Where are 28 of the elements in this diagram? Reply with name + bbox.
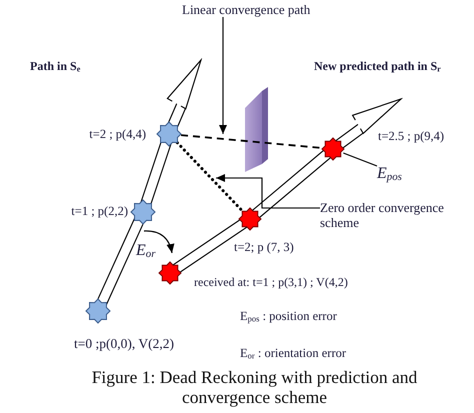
point-label: t=2 ; p(4,4) (89, 127, 146, 142)
path-label: New predicted path in S$_{r}$ (314, 59, 441, 74)
double-line (251, 149, 332, 219)
dotted-line (176, 141, 244, 212)
dashed-line (180, 134, 322, 149)
star-marker (321, 137, 345, 161)
callout-text: Linear convergence path (182, 3, 310, 17)
point-label: t=1 ; p(2,2) (71, 204, 128, 219)
leader-line (343, 152, 378, 167)
error-symbol: E$_{or}$ (136, 243, 156, 258)
leader-arrow (216, 174, 320, 209)
double-line (172, 218, 248, 274)
star-marker (158, 261, 182, 285)
star-marker (156, 121, 182, 147)
star-marker (130, 199, 156, 225)
key-text: E$_{or}$ : orientation error (240, 346, 346, 361)
point-label: received at: t=1 ; p(3,1) ; V(4,2) (194, 275, 348, 290)
star-marker (85, 298, 111, 324)
path-label: Path in S$_{e}$ (30, 59, 80, 74)
figure-caption: Figure 1: Dead Reckoning with prediction and convergence scheme (90, 367, 418, 407)
point-label: t=2.5 ; p(9,4) (378, 129, 444, 144)
point-label: t=0 ;p(0,0), V(2,2) (74, 336, 174, 351)
point-label: t=2; p (7, 3) (234, 240, 294, 255)
callout-text: Zero order convergence scheme (320, 200, 468, 230)
star-marker (238, 207, 262, 231)
key-text: E$_{pos}$ : position error (240, 309, 337, 324)
error-symbol: E$_{pos}$ (377, 166, 402, 181)
leader-arrow (219, 17, 227, 134)
